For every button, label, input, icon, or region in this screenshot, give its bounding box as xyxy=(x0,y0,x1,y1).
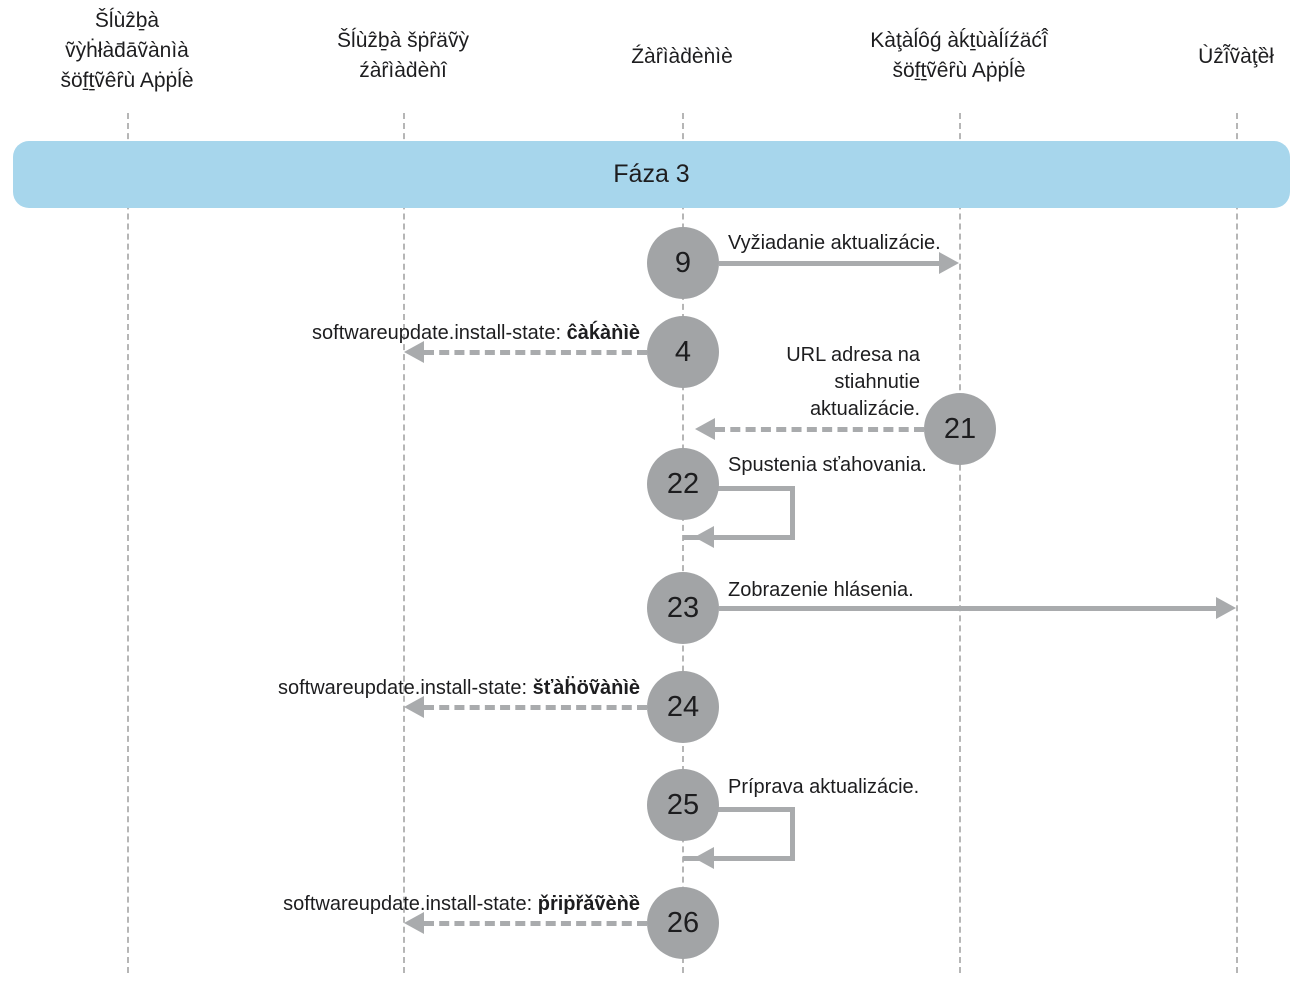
step-9-circle: 9 xyxy=(647,227,719,299)
lifeline-apple-software-update-catalog xyxy=(959,113,961,973)
step-26-label-prefix: softwareupdate.install-state: xyxy=(283,893,538,915)
step-24-label-state: šťàḧöṽàǹìè xyxy=(532,677,640,699)
step-23-circle: 23 xyxy=(647,572,719,644)
lane-title-line: Kàţàĺôǵ àḱṯùàĺíźäćî̂ xyxy=(870,29,1048,52)
step-4-label-state: ĉàḱàǹìè xyxy=(566,322,640,344)
step-4-circle: 4 xyxy=(647,316,719,388)
step-9-arrow-line xyxy=(719,261,939,266)
step-24-arrow-line xyxy=(424,705,647,710)
lane-title-line: ṽỳḣłàd̄āṽànìà xyxy=(65,39,189,62)
lane-title-line: šöf̱ṯṽêȓù Aṗṗĺè xyxy=(60,69,194,92)
step-22-circle: 22 xyxy=(647,448,719,520)
lifeline-user xyxy=(1236,113,1238,973)
step-4-label-prefix: softwareupdate.install-state: xyxy=(312,322,567,344)
lane-header-device-management-service: Šĺùẑḇà šṗȓäṽỳ źàȓìàd̀èǹî xyxy=(337,26,469,86)
lane-header-apple-software-lookup-service: Šĺùẑḇà ṽỳḣłàd̄āṽànìà šöf̱ṯṽêȓù Aṗṗĺè xyxy=(60,6,193,96)
step-26-label-state: p̌ṙiṗřǎṽèǹȅ xyxy=(537,893,640,915)
step-24-circle: 24 xyxy=(647,671,719,743)
step-21-number: 21 xyxy=(943,412,977,445)
step-22-number: 22 xyxy=(666,467,700,500)
step-26-arrow-line xyxy=(424,921,647,926)
step-21-label-line: URL adresa na xyxy=(786,344,920,366)
lane-header-user: Ùẑî̃ṽàţȅł xyxy=(1198,42,1274,72)
lane-title-line: Šĺùẑḇà xyxy=(94,9,160,32)
lifeline-device-management-service xyxy=(403,113,405,973)
step-25-circle: 25 xyxy=(647,769,719,841)
step-25-label: Príprava aktualizácie. xyxy=(728,776,920,798)
step-4-arrow-line xyxy=(424,350,647,355)
step-24-arrow-head-icon xyxy=(404,696,424,718)
phase-banner: Fáza 3 xyxy=(13,141,1290,208)
step-9-label: Vyžiadanie aktualizácie. xyxy=(728,232,941,254)
step-23-arrow-line xyxy=(719,606,1216,611)
step-26-arrow-head-icon xyxy=(404,912,424,934)
step-21-circle: 21 xyxy=(924,393,996,465)
step-26-label: softwareupdate.install-state: p̌ṙiṗřǎṽèǹ… xyxy=(283,891,640,918)
lifeline-device xyxy=(682,113,684,973)
step-4-number: 4 xyxy=(674,335,692,368)
step-4-label: softwareupdate.install-state: ĉàḱàǹìè xyxy=(312,320,640,347)
step-21-label-line: aktualizácie. xyxy=(809,398,920,420)
lane-title-line: Šĺùẑḇà šṗȓäṽỳ xyxy=(337,29,469,52)
step-21-label-line: stiahnutie xyxy=(834,371,920,393)
step-25-number: 25 xyxy=(666,788,700,821)
step-25-self-loop xyxy=(683,807,795,861)
step-26-number: 26 xyxy=(666,906,700,939)
lane-title-line: šöf̱ṯṽêȓù Aṗṗĺè xyxy=(892,59,1026,82)
step-9-arrow-head-icon xyxy=(939,252,959,274)
lane-header-device: Źàȓìàd̀èǹìè xyxy=(631,42,733,72)
step-21-arrow-head-icon xyxy=(695,418,715,440)
lane-title-line: Źàȓìàd̀èǹìè xyxy=(631,45,733,68)
step-24-label-prefix: softwareupdate.install-state: xyxy=(278,677,533,699)
step-23-label: Zobrazenie hlásenia. xyxy=(728,579,914,601)
step-24-label: softwareupdate.install-state: šťàḧöṽàǹìè xyxy=(278,675,640,702)
step-26-circle: 26 xyxy=(647,887,719,959)
step-4-arrow-head-icon xyxy=(404,341,424,363)
step-22-self-loop xyxy=(683,486,795,540)
step-21-arrow-line xyxy=(715,427,924,432)
step-23-arrow-head-icon xyxy=(1216,597,1236,619)
step-24-number: 24 xyxy=(666,690,700,723)
lane-title-line: Ùẑî̃ṽàţȅł xyxy=(1198,45,1274,68)
step-22-label: Spustenia sťahovania. xyxy=(728,454,927,476)
step-21-label: URL adresa na stiahnutie aktualizácie. xyxy=(786,342,920,423)
step-23-number: 23 xyxy=(666,591,700,624)
lifeline-apple-software-lookup-service xyxy=(127,113,129,973)
step-22-loop-arrow-head-icon xyxy=(694,526,714,548)
step-9-number: 9 xyxy=(674,246,692,279)
lane-title-line: źàȓìàd̀èǹî xyxy=(359,59,447,82)
step-25-loop-arrow-head-icon xyxy=(694,847,714,869)
lane-header-apple-software-update-catalog: Kàţàĺôǵ àḱṯùàĺíźäćî̂ šöf̱ṯṽêȓù Aṗṗĺè xyxy=(870,26,1047,86)
